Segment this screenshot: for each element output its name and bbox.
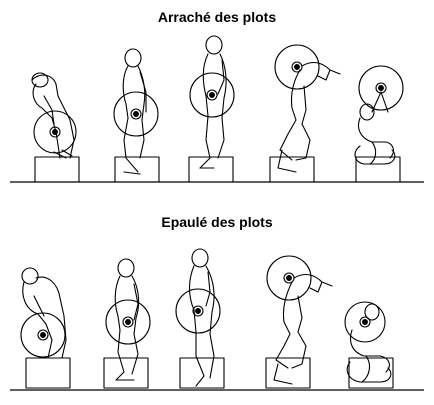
block bbox=[34, 156, 80, 183]
figure-clean-phase-2 bbox=[103, 258, 151, 389]
figure-snatch-phase-2 bbox=[113, 48, 160, 183]
figure-snatch-phase-3 bbox=[188, 35, 235, 183]
block bbox=[179, 357, 225, 389]
figure-clean-phase-3 bbox=[175, 248, 225, 389]
figure-clean-phase-4 bbox=[265, 255, 333, 389]
figure-clean-phase-1 bbox=[20, 267, 71, 389]
figure-snatch-phase-5 bbox=[354, 65, 404, 183]
block bbox=[355, 156, 401, 183]
figure-snatch-phase-1 bbox=[31, 72, 80, 183]
block bbox=[103, 357, 149, 389]
row-title-clean: Epaulé des plots bbox=[161, 214, 273, 230]
block bbox=[348, 357, 394, 389]
row-title-snatch: Arraché des plots bbox=[157, 9, 277, 25]
block bbox=[25, 357, 71, 389]
block bbox=[265, 357, 311, 389]
block bbox=[114, 156, 160, 183]
block bbox=[269, 156, 315, 183]
figure-clean-phase-5 bbox=[344, 301, 394, 389]
figure-snatch-phase-4 bbox=[269, 44, 341, 183]
block bbox=[188, 156, 234, 183]
